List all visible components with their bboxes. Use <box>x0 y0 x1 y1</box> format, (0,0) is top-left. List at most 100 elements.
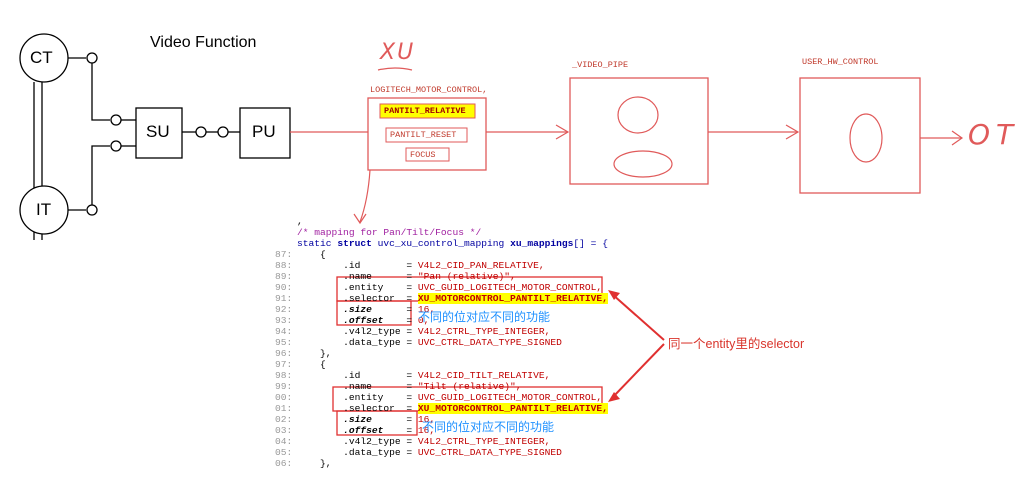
decl-struct: struct <box>337 238 372 249</box>
field-key: .selector <box>343 403 395 414</box>
field-separator: = <box>400 447 418 458</box>
user-hw-control-label: USER_HW_CONTROL <box>802 57 879 67</box>
line-number: 01: <box>275 403 293 414</box>
code-indent <box>297 282 343 293</box>
code-line: 95: .data_type = UVC_CTRL_DATA_TYPE_SIGN… <box>275 337 608 348</box>
field-separator: = <box>400 436 418 447</box>
user-hw-control-block <box>799 77 921 194</box>
pu-input-pin <box>217 126 229 138</box>
field-separator: = <box>394 403 418 414</box>
line-number: 03: <box>275 425 293 436</box>
code-line: 97: { <box>275 359 608 370</box>
field-separator: = <box>383 392 418 403</box>
line-number: 04: <box>275 436 293 447</box>
field-key: .name <box>343 271 372 282</box>
code-indent <box>297 414 343 425</box>
selector-note: 同一个entity里的selector <box>668 337 805 351</box>
line-number: 88: <box>275 260 293 271</box>
field-key: .entity <box>343 392 384 403</box>
field-separator: = <box>360 260 418 271</box>
field-value: UVC_CTRL_DATA_TYPE_SIGNED <box>417 337 562 348</box>
line-number: 94: <box>275 326 293 337</box>
video-pipe-block <box>569 77 709 185</box>
line-number: 90: <box>275 282 293 293</box>
bits-note-1: 不同的位对应不同的功能 <box>418 310 551 324</box>
line-number: 02: <box>275 414 293 425</box>
code-indent <box>297 392 343 403</box>
code-indent <box>297 436 343 447</box>
field-key: .name <box>343 381 372 392</box>
xu-item-focus-box <box>405 147 450 162</box>
code-indent <box>297 381 343 392</box>
field-key: .selector <box>343 293 395 304</box>
video-pipe-label: _VIDEO_PIPE <box>572 60 629 70</box>
line-number: 91: <box>275 293 293 304</box>
code-indent <box>297 447 343 458</box>
decl-tail: [] = { <box>573 238 608 249</box>
field-separator: = <box>383 425 418 436</box>
diagram-title: Video Function <box>150 34 257 51</box>
line-number: 97: <box>275 359 293 370</box>
field-value: 16, <box>417 414 436 425</box>
annotation-arrow-up <box>611 293 665 341</box>
xu-block-label: LOGITECH_MOTOR_CONTROL, <box>370 85 488 95</box>
code-box-size-offset-2 <box>336 410 418 436</box>
field-value: 16, <box>417 304 436 315</box>
decl-name: xu_mappings <box>510 238 574 249</box>
su-node <box>135 107 183 159</box>
decl-type: uvc_xu_control_mapping <box>377 238 505 249</box>
video-pipe-ellipse <box>613 150 673 178</box>
field-value: V4L2_CTRL_TYPE_INTEGER, <box>417 326 551 337</box>
code-line: 01: .selector = XU_MOTORCONTROL_PANTILT_… <box>275 403 608 414</box>
code-lines: 87: {88: .id = V4L2_CID_PAN_RELATIVE,89:… <box>275 249 608 469</box>
field-value: XU_MOTORCONTROL_PANTILT_RELATIVE, <box>417 293 608 304</box>
line-number: 95: <box>275 337 293 348</box>
code-line: 87: { <box>275 249 608 260</box>
code-line: 90: .entity = UVC_GUID_LOGITECH_MOTOR_CO… <box>275 282 608 293</box>
user-hw-control-ellipse <box>849 113 883 163</box>
code-indent <box>297 260 343 271</box>
field-separator: = <box>371 414 418 425</box>
code-line: 06: }, <box>275 458 608 469</box>
code-line: 93: .offset = 0, <box>275 315 608 326</box>
code-box-size-offset-1 <box>336 300 412 326</box>
code-line: 94: .v4l2_type = V4L2_CTRL_TYPE_INTEGER, <box>275 326 608 337</box>
field-separator: = <box>394 293 418 304</box>
field-key: .id <box>343 370 361 381</box>
code-brace: { <box>297 359 326 370</box>
su-output-pin <box>195 126 207 138</box>
field-separator: = <box>360 370 418 381</box>
ot-arrowhead <box>951 130 964 146</box>
field-value: UVC_CTRL_DATA_TYPE_SIGNED <box>417 447 562 458</box>
field-key: .v4l2_type <box>343 326 401 337</box>
line-number: 00: <box>275 392 293 403</box>
code-line: 05: .data_type = UVC_CTRL_DATA_TYPE_SIGN… <box>275 447 608 458</box>
code-line: 03: .offset = 16, <box>275 425 608 436</box>
code-line: 91: .selector = XU_MOTORCONTROL_PANTILT_… <box>275 293 608 304</box>
field-key: .offset <box>343 315 384 326</box>
xu-item-pantilt-reset: PANTILT_RESET <box>390 130 457 140</box>
code-indent <box>297 337 343 348</box>
xu-item-pantilt-relative-box <box>379 103 476 119</box>
field-separator: = <box>371 271 418 282</box>
code-line: 88: .id = V4L2_CID_PAN_RELATIVE, <box>275 260 608 271</box>
field-key: .data_type <box>343 447 401 458</box>
xu-item-focus: FOCUS <box>410 150 436 160</box>
line-number: 96: <box>275 348 293 359</box>
annotation-arrowhead-up <box>608 290 620 300</box>
field-separator: = <box>400 337 418 348</box>
code-line: 00: .entity = UVC_GUID_LOGITECH_MOTOR_CO… <box>275 392 608 403</box>
annotation-arrowhead-down <box>608 392 620 402</box>
su-label: SU <box>146 122 170 141</box>
field-value: 16, <box>417 425 436 436</box>
code-line: 04: .v4l2_type = V4L2_CTRL_TYPE_INTEGER, <box>275 436 608 447</box>
code-indent <box>297 304 343 315</box>
code-indent <box>297 315 343 326</box>
code-line: 92: .size = 16, <box>275 304 608 315</box>
su-input-pin-1 <box>110 114 122 126</box>
field-key: .data_type <box>343 337 401 348</box>
code-comment-line: /* mapping for Pan/Tilt/Focus */ <box>275 227 608 238</box>
code-line: 98: .id = V4L2_CID_TILT_RELATIVE, <box>275 370 608 381</box>
code-indent <box>297 403 343 414</box>
